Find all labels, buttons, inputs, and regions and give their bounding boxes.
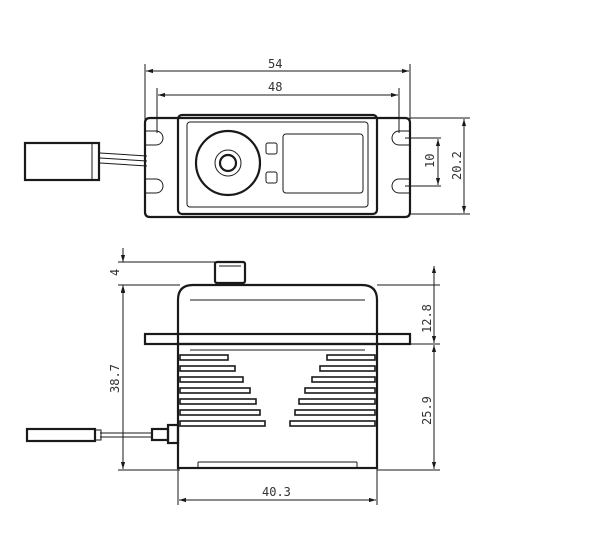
display-window — [282, 133, 364, 194]
lower-case-side — [176, 342, 379, 470]
top-view: 54 48 20.2 10 — [23, 57, 470, 219]
dim-label-body-length: 40.3 — [262, 485, 291, 499]
cable-wire-2 — [99, 157, 148, 162]
dim-label-lower-case-height: 25.9 — [420, 396, 434, 425]
side-view: 4 38.7 12.8 25.9 40.3 — [25, 248, 440, 505]
dim-label-total-height: 38.7 — [108, 364, 122, 393]
dim-label-width: 20.2 — [450, 151, 464, 180]
dim-label-upper-case-height: 12.8 — [420, 304, 434, 333]
status-led-bottom — [265, 171, 278, 184]
left-heat-fins — [179, 354, 266, 427]
right-mounting-slot-top — [391, 130, 410, 146]
cable-connector-body — [23, 141, 101, 182]
output-spline-side — [213, 260, 247, 285]
dim-label-hole-spacing: 48 — [268, 80, 282, 94]
upper-case-side — [176, 283, 379, 345]
cable-connector-side — [25, 427, 97, 443]
right-mounting-slot-bottom — [391, 178, 410, 194]
case-body-top — [176, 113, 379, 216]
cable-wire-3 — [99, 162, 148, 167]
status-led-top — [265, 142, 278, 155]
cable-boot — [150, 427, 170, 442]
dim-label-output-height: 4 — [108, 269, 122, 276]
cable-strain-relief — [166, 423, 180, 445]
dim-label-overall-length: 54 — [268, 57, 282, 71]
mounting-flange-side — [143, 332, 412, 346]
output-spline — [218, 153, 238, 173]
left-mounting-slot-top — [145, 130, 164, 146]
left-mounting-slot-bottom — [145, 178, 164, 194]
output-gear-outer — [194, 129, 262, 197]
case-top-plate — [186, 121, 369, 208]
dim-label-hole-pitch: 10 — [423, 154, 437, 168]
cable-wire-1 — [99, 152, 148, 157]
mounting-flange-outline — [143, 116, 412, 219]
right-heat-fins — [289, 354, 376, 427]
output-gear-ring — [214, 149, 242, 177]
